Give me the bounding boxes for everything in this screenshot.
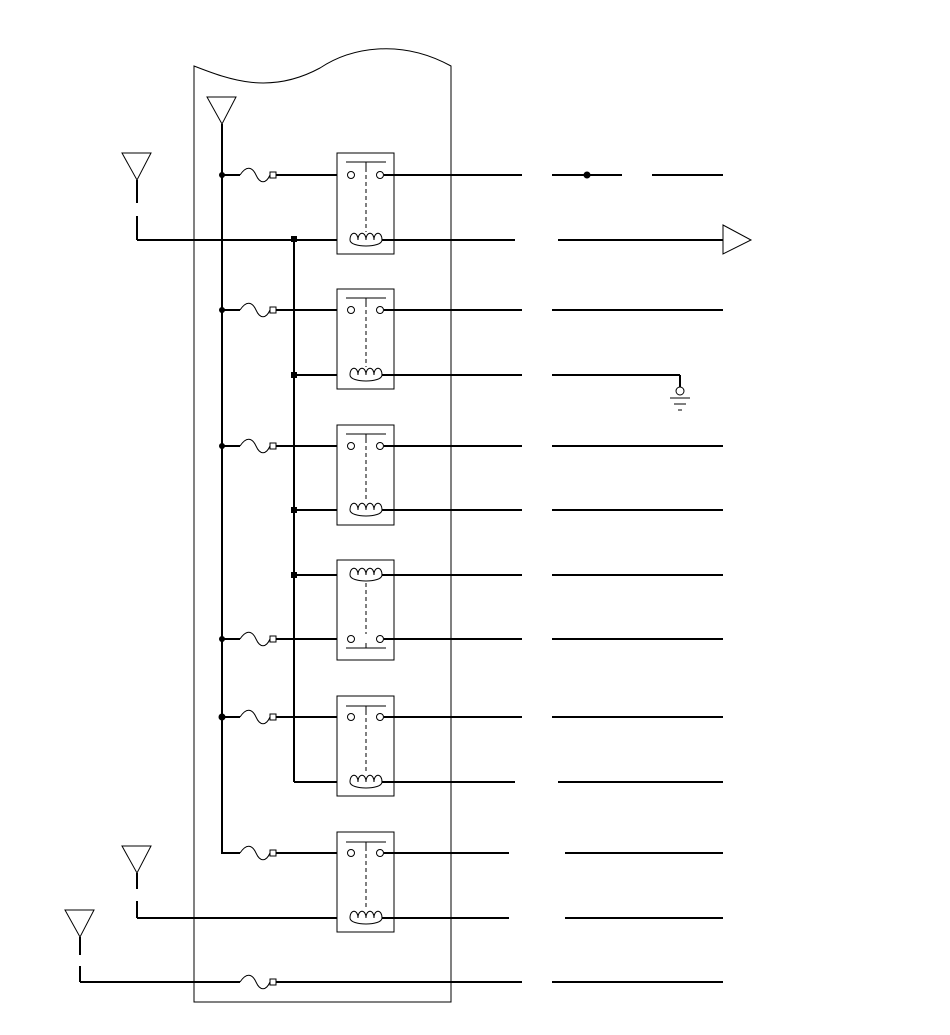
fuse-icon-5: [222, 709, 277, 725]
input-terminal-icon-1: [121, 152, 294, 241]
output-wires: [382, 171, 723, 983]
power-terminal-icon: [206, 96, 237, 854]
input-terminal-icon-2: [121, 845, 350, 919]
fuse-icon-2: [222, 302, 277, 318]
fuse-icon-4: [222, 631, 277, 647]
relay-icon-2: [336, 288, 395, 390]
input-terminal-icon-3: [64, 909, 240, 983]
component-housing: [193, 48, 452, 1003]
relay-icon-3: [336, 424, 395, 526]
fuse-icon-7: [239, 974, 277, 990]
relay-icon-1: [336, 152, 395, 255]
relay-icon-6: [336, 831, 395, 933]
relay-icon-5: [336, 695, 395, 797]
output-arrow-icon: [722, 224, 753, 255]
fuse-icon-6: [239, 845, 277, 861]
fuse-icon-3: [222, 438, 277, 454]
fuse-icon-1: [222, 167, 277, 183]
fuse-relay-wires: [276, 174, 522, 983]
ground-icon: [670, 375, 690, 411]
relay-icon-4: [336, 559, 395, 661]
